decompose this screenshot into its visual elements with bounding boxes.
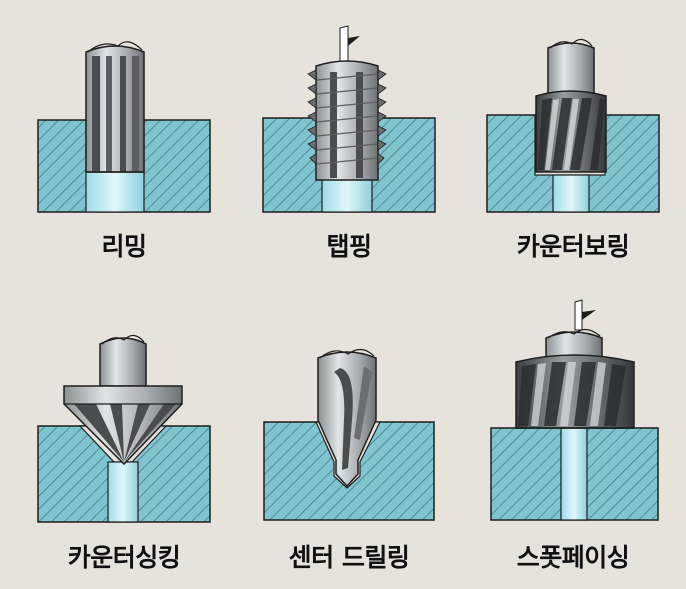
counterboring-panel	[486, 38, 660, 213]
center-drill-icon	[317, 348, 377, 488]
countersinking-panel	[37, 334, 211, 523]
label-center-drilling: 센터 드릴링	[288, 543, 410, 572]
label-counterboring: 카운터보링	[516, 232, 630, 261]
spotfacing-cutter-icon	[515, 299, 635, 429]
reaming-panel	[37, 41, 211, 213]
label-spotfacing: 스폿페이싱	[516, 543, 630, 572]
label-reaming: 리밍	[101, 232, 147, 261]
spotfacing-panel	[490, 299, 659, 521]
counterbore-icon	[535, 38, 607, 173]
bore-hole	[560, 427, 588, 521]
reamer-icon	[85, 41, 145, 173]
label-countersinking: 카운터싱킹	[67, 543, 181, 572]
countersink-icon	[63, 334, 183, 466]
tap-icon	[307, 25, 387, 181]
center-drilling-panel	[263, 348, 435, 521]
bore-hole	[107, 461, 139, 523]
tapping-panel	[262, 25, 436, 213]
bore-hole	[552, 174, 590, 213]
label-tapping: 탭핑	[326, 232, 372, 261]
